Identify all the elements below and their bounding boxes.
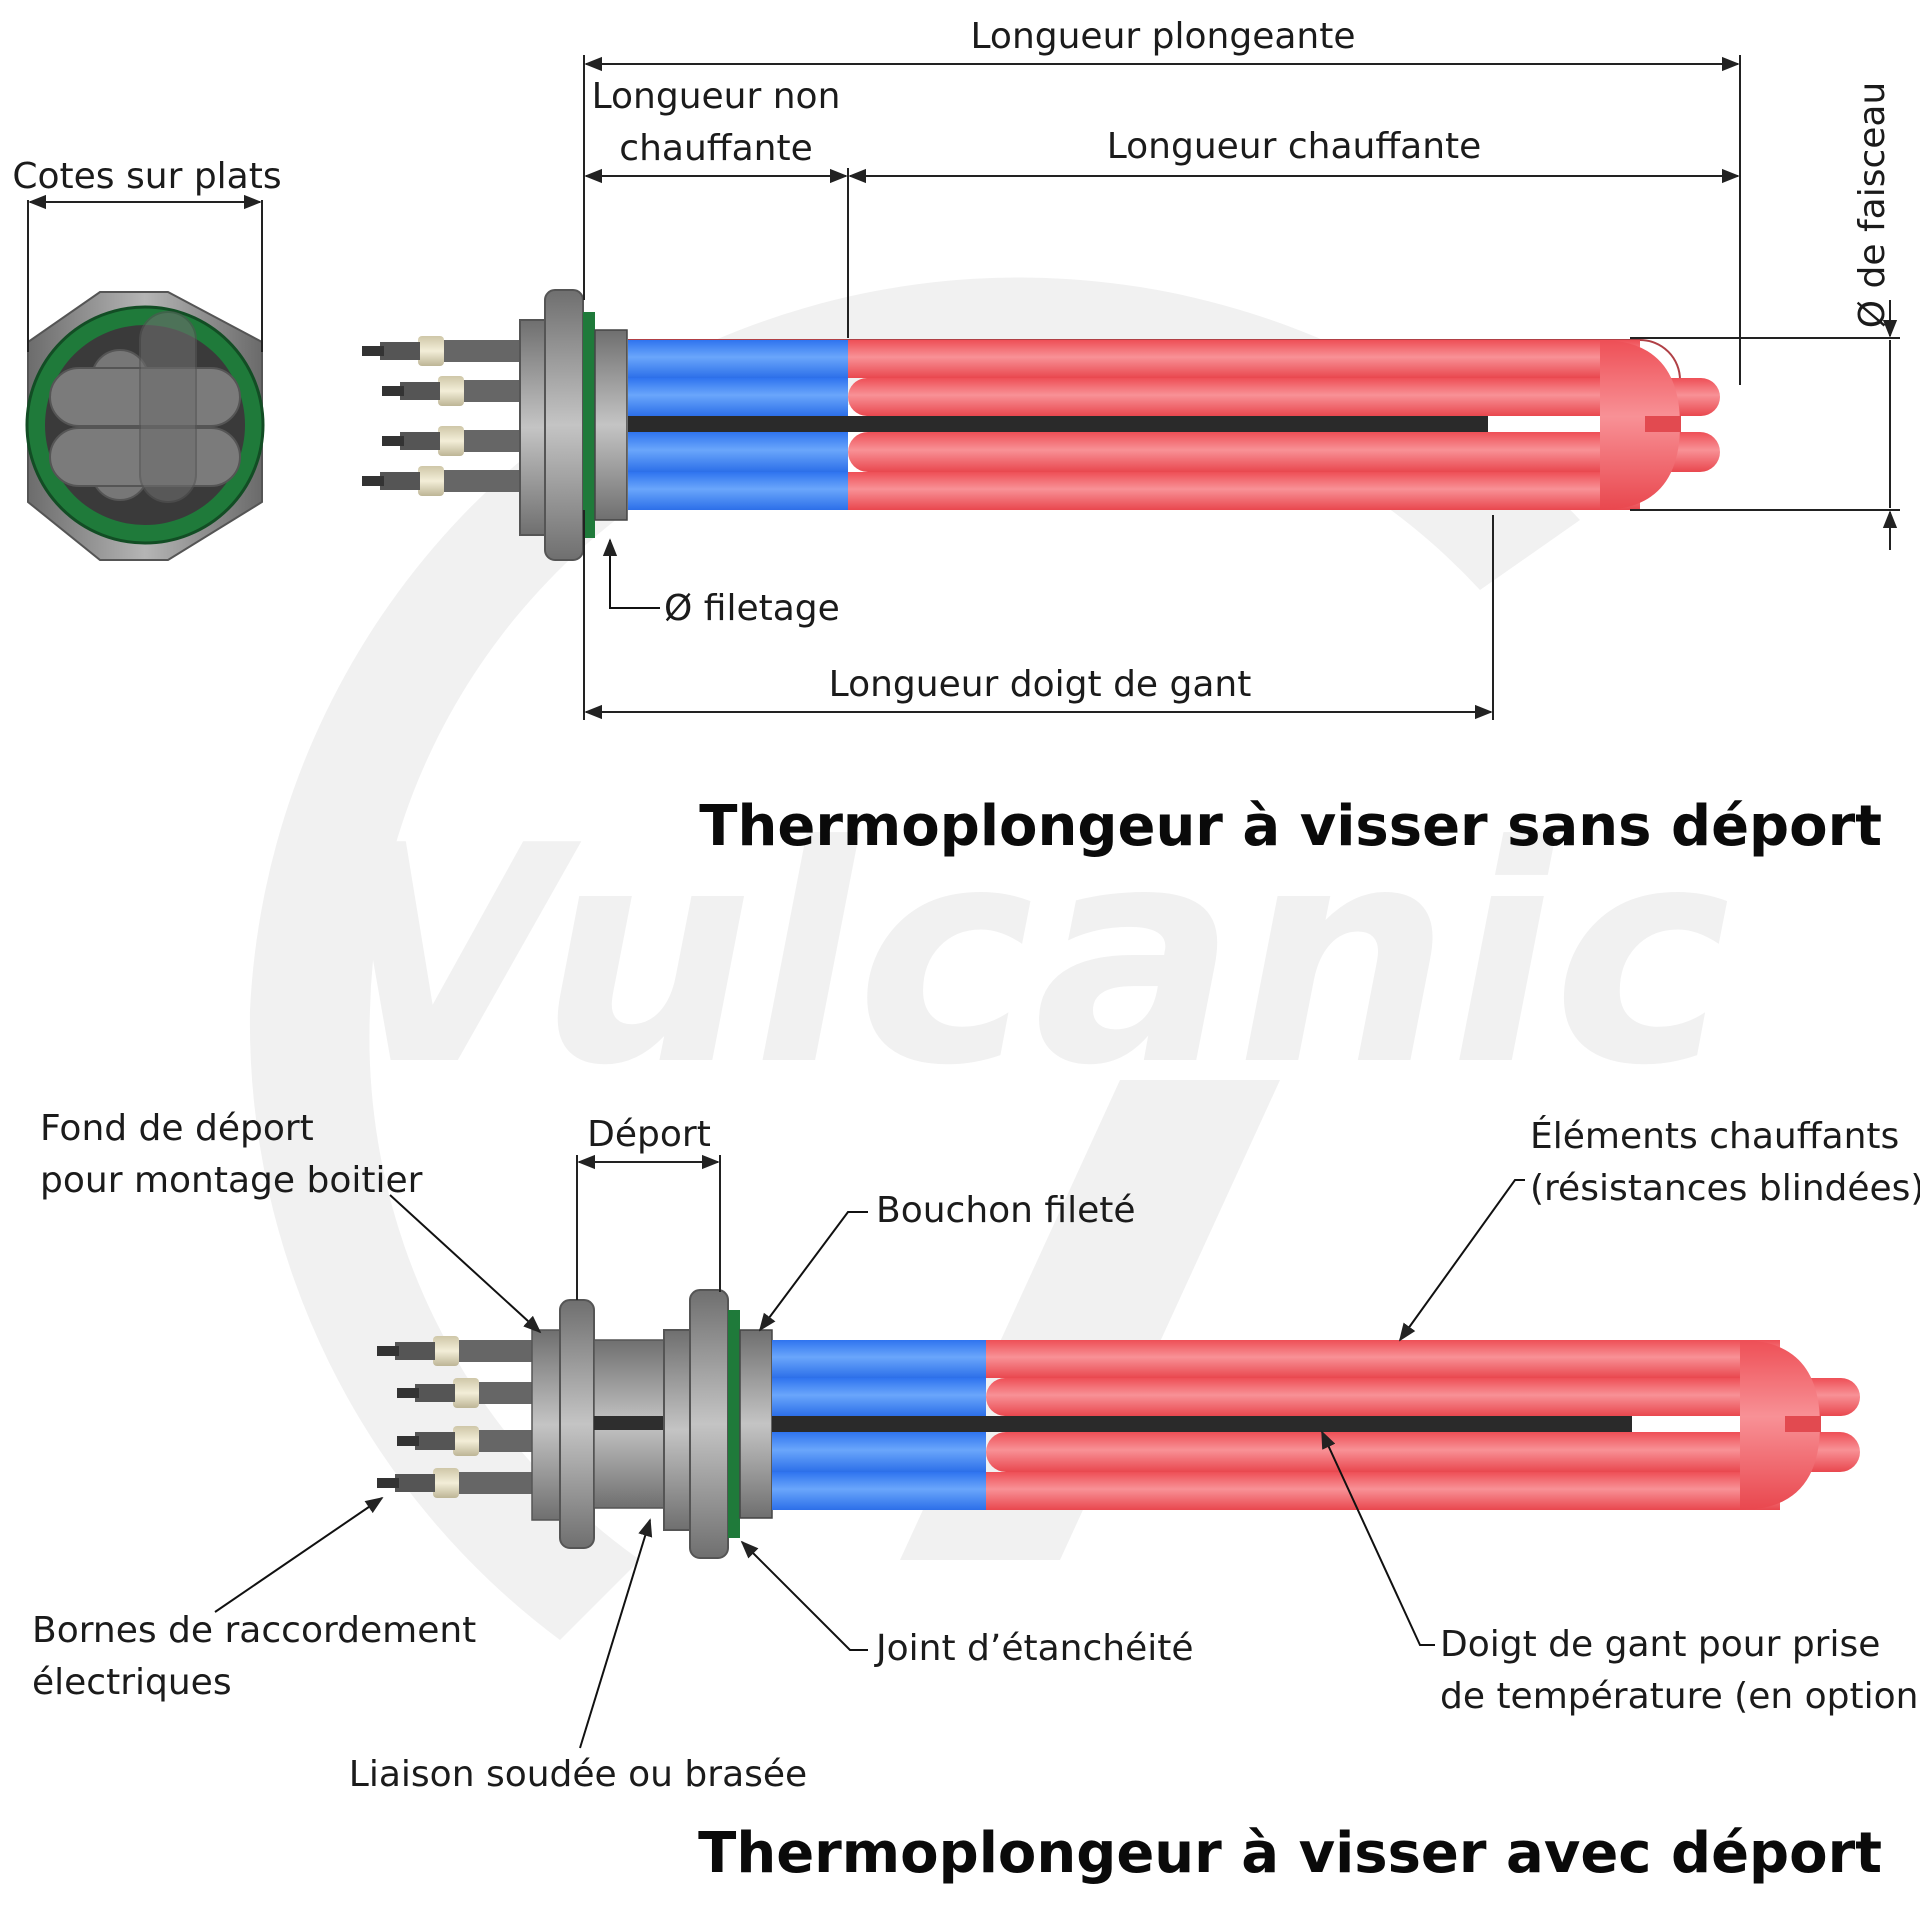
label-elements-chauffants-1: Éléments chauffants — [1530, 1115, 1899, 1157]
label-diametre-faisceau: Ø de faisceau — [1852, 82, 1893, 329]
label-fond-de-deport-1: Fond de déport — [40, 1108, 314, 1149]
label-longueur-non-chauffante-2: chauffante — [619, 128, 812, 169]
label-bornes-2: électriques — [32, 1662, 232, 1703]
bottom-terminals — [377, 1336, 535, 1498]
bottom-rear-flange — [559, 1299, 595, 1549]
top-flange — [544, 289, 584, 561]
end-view-hex — [25, 291, 265, 561]
label-doigt-de-gant-1: Doigt de gant pour prise — [1440, 1624, 1880, 1665]
label-bouchon-filete: Bouchon fileté — [876, 1190, 1136, 1231]
title-sans-deport: Thermoplongeur à visser sans déport — [699, 794, 1882, 859]
label-longueur-doigt-de-gant: Longueur doigt de gant — [829, 664, 1252, 705]
bottom-gasket — [728, 1310, 740, 1538]
label-elements-chauffants-2: (résistances blindées) — [1530, 1168, 1920, 1209]
label-joint: Joint d’étanchéité — [874, 1628, 1193, 1669]
label-deport: Déport — [587, 1114, 711, 1155]
top-heater — [362, 289, 1720, 561]
bottom-thread — [739, 1329, 773, 1519]
bottom-front-flange — [689, 1289, 729, 1559]
top-gasket — [583, 312, 595, 538]
top-tubes — [628, 339, 1720, 510]
label-bornes-1: Bornes de raccordement — [32, 1610, 476, 1651]
label-fond-de-deport-2: pour montage boitier — [40, 1160, 423, 1201]
top-thread — [594, 329, 628, 521]
title-avec-deport: Thermoplongeur à visser avec déport — [698, 1821, 1882, 1886]
top-terminals — [362, 336, 520, 496]
bottom-rear-thread — [531, 1329, 563, 1521]
label-liaison: Liaison soudée ou brasée — [349, 1754, 807, 1795]
dim-cotes-sur-plats — [27, 194, 263, 352]
label-doigt-de-gant-2: de température (en option) — [1440, 1676, 1920, 1717]
watermark-text: Vulcanic — [329, 782, 1731, 1131]
label-cotes-sur-plats: Cotes sur plats — [12, 156, 281, 197]
label-diametre-filetage: Ø filetage — [664, 588, 840, 629]
top-dimensions — [583, 55, 1900, 720]
label-longueur-non-chauffante-1: Longueur non — [592, 76, 841, 117]
label-longueur-chauffante: Longueur chauffante — [1107, 126, 1482, 167]
bottom-dimensions — [214, 1154, 1525, 1749]
label-longueur-plongeante: Longueur plongeante — [971, 16, 1356, 57]
bottom-heater — [377, 1289, 1860, 1559]
bottom-tubes — [772, 1340, 1860, 1510]
